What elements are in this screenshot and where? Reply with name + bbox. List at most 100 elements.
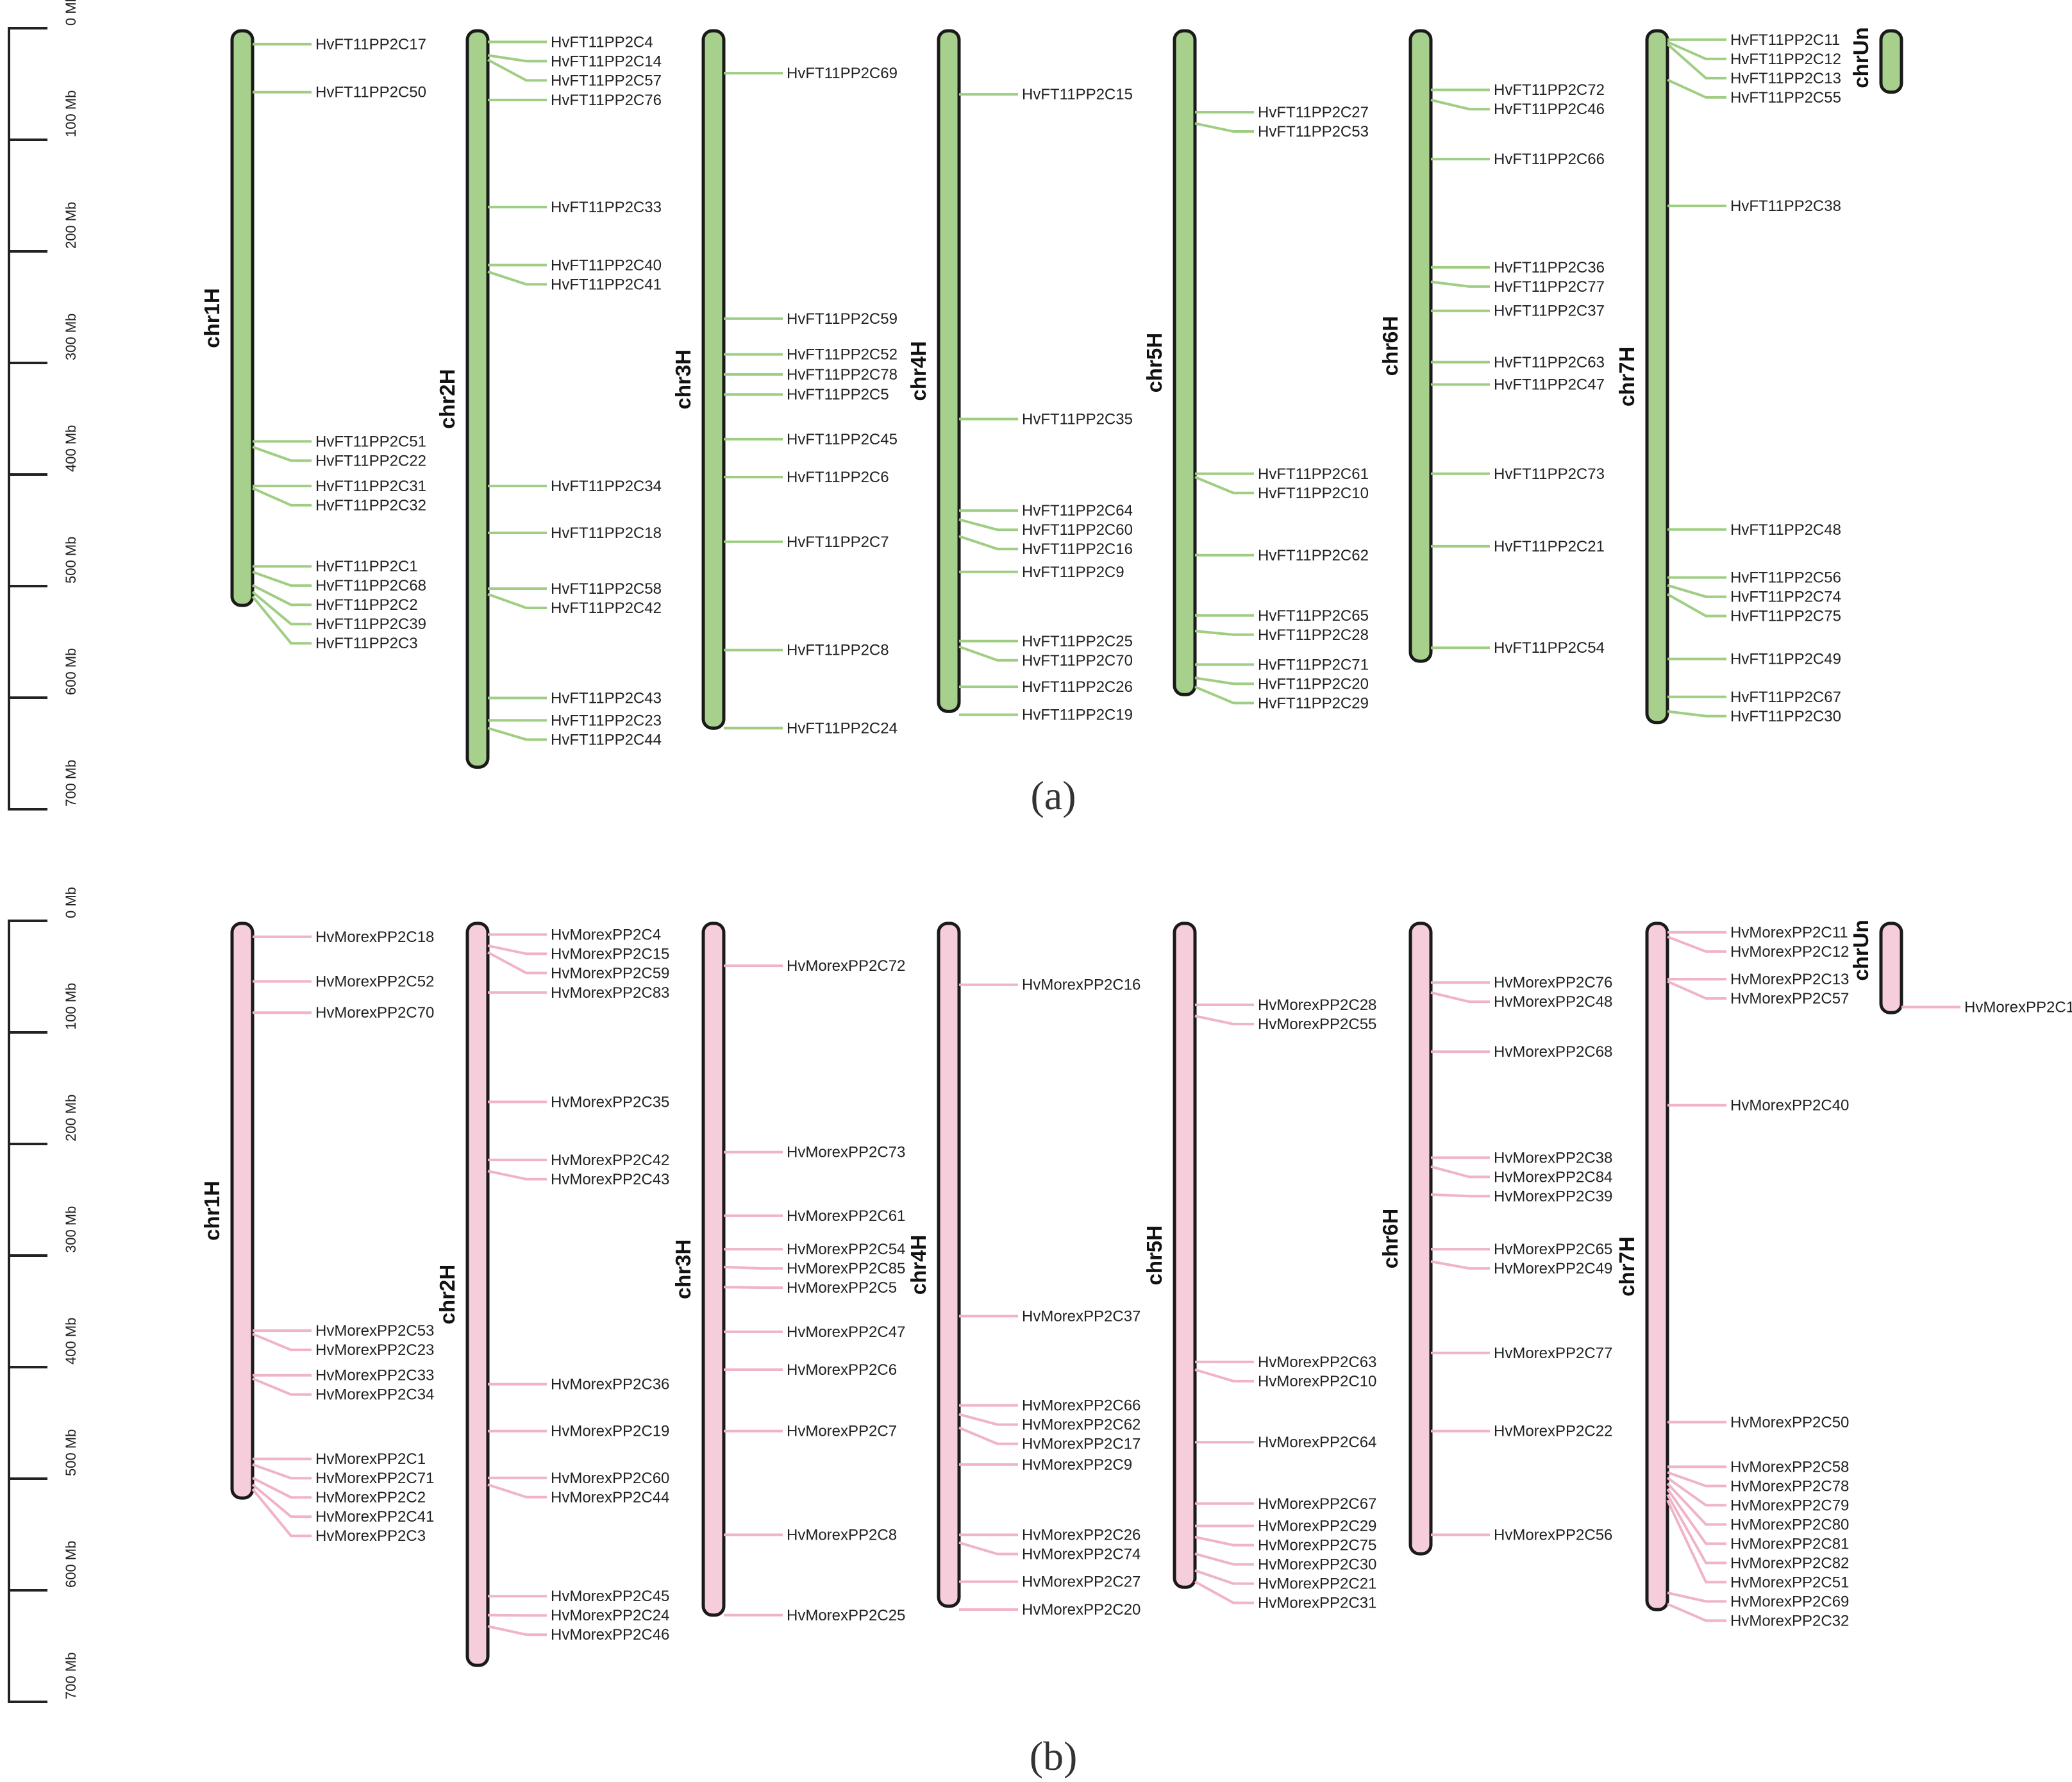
gene-label: HvMorexPP2C31 <box>1258 1595 1376 1612</box>
gene-label: HvMorexPP2C9 <box>1022 1456 1132 1474</box>
gene-label: HvMorexPP2C22 <box>1494 1423 1612 1440</box>
chromosome-bar <box>1879 921 1903 1014</box>
scale-tick-label: 0 Mb <box>63 0 79 26</box>
gene-leader-line <box>958 1541 1018 1556</box>
gene-label: HvFT11PP2C3 <box>315 635 418 652</box>
chromosome-name: chrUn <box>1849 920 1873 980</box>
gene-label: HvFT11PP2C40 <box>551 256 662 274</box>
panel-caption: (b) <box>1030 1733 1078 1779</box>
gene-leader-line <box>1194 1580 1254 1604</box>
gene-leader-line <box>1667 980 1726 1000</box>
gene-label: HvMorexPP2C48 <box>1494 993 1612 1011</box>
gene-label: HvFT11PP2C54 <box>1494 639 1605 657</box>
gene-label: HvMorexPP2C74 <box>1022 1546 1140 1563</box>
gene-label: HvFT11PP2C46 <box>1494 101 1605 118</box>
gene-leader-line <box>1194 630 1254 636</box>
chromosome-chr6H: chr6HHvMorexPP2C76HvMorexPP2C48HvMorexPP… <box>1378 921 1612 1556</box>
gene-label: HvMorexPP2C11 <box>1730 924 1848 941</box>
gene-label: HvFT11PP2C77 <box>1494 278 1605 296</box>
scale-tick-label: 400 Mb <box>63 425 79 472</box>
gene-label: HvMorexPP2C81 <box>1730 1535 1849 1552</box>
chromosome-chr3H: chr3HHvFT11PP2C69HvFT11PP2C59HvFT11PP2C5… <box>671 29 898 737</box>
gene-label: HvMorexPP2C3 <box>315 1527 426 1545</box>
gene-label: HvMorexPP2C35 <box>551 1093 669 1111</box>
gene-leader-line <box>1666 1493 1726 1565</box>
gene-label: HvFT11PP2C8 <box>787 642 889 659</box>
gene-leader-line <box>487 270 547 286</box>
chromosome-bar <box>701 29 726 730</box>
gene-label: HvMorexPP2C55 <box>1258 1016 1376 1033</box>
chromosome-chrUn: chrUn <box>1849 27 1903 94</box>
gene-label: HvFT11PP2C7 <box>787 534 889 551</box>
gene-label: HvFT11PP2C50 <box>315 84 426 101</box>
gene-label: HvMorexPP2C42 <box>551 1152 669 1169</box>
chromosome-name: chr3H <box>671 1240 695 1300</box>
gene-label: HvFT11PP2C35 <box>1022 411 1133 428</box>
gene-label: HvFT11PP2C49 <box>1730 651 1841 668</box>
gene-label: HvFT11PP2C64 <box>1022 502 1133 519</box>
gene-label: HvMorexPP2C8 <box>787 1527 897 1544</box>
gene-label: HvMorexPP2C46 <box>551 1626 669 1643</box>
gene-leader-line <box>958 1413 1018 1426</box>
scale-tick-label: 200 Mb <box>63 1095 79 1141</box>
gene-leader-line <box>1430 1165 1490 1179</box>
gene-leader-line <box>958 518 1018 532</box>
gene-label: HvFT11PP2C70 <box>1022 652 1133 669</box>
gene-leader-line <box>487 593 547 609</box>
gene-label: HvMorexPP2C32 <box>1730 1612 1849 1629</box>
gene-label: HvFT11PP2C52 <box>787 346 898 364</box>
gene-leader-line <box>1666 1499 1726 1584</box>
gene-label: HvMorexPP2C73 <box>787 1144 905 1161</box>
gene-leader-line <box>252 571 312 587</box>
gene-label: HvMorexPP2C65 <box>1494 1241 1612 1258</box>
scale-tick-label: 500 Mb <box>63 537 79 584</box>
gene-label: HvMorexPP2C59 <box>551 964 669 982</box>
gene-leader-line <box>1194 685 1254 705</box>
chromosome-bar <box>465 29 490 769</box>
gene-leader-line <box>251 595 312 645</box>
gene-label: HvMorexPP2C17 <box>1022 1436 1140 1453</box>
gene-label: HvMorexPP2C47 <box>787 1324 905 1341</box>
gene-label: HvMorexPP2C20 <box>1022 1601 1140 1618</box>
gene-label: HvMorexPP2C45 <box>551 1588 669 1605</box>
chromosome-chr2H: chr2HHvMorexPP2C4HvMorexPP2C15HvMorexPP2… <box>435 921 669 1667</box>
gene-label: HvFT11PP2C58 <box>551 580 662 598</box>
gene-label: HvMorexPP2C60 <box>551 1470 669 1487</box>
gene-label: HvMorexPP2C6 <box>787 1361 897 1379</box>
gene-leader-line <box>1667 1602 1726 1622</box>
gene-leader-line <box>252 1332 312 1352</box>
chromosome-chr1H: chr1HHvMorexPP2C18HvMorexPP2C52HvMorexPP… <box>200 921 434 1545</box>
gene-leader-line <box>1194 122 1254 133</box>
gene-label: HvFT11PP2C39 <box>315 616 426 633</box>
gene-leader-line <box>1667 1592 1726 1603</box>
chromosome-chr7H: chr7HHvFT11PP2C11HvFT11PP2C12HvFT11PP2C1… <box>1615 29 1841 725</box>
chromosome-bar <box>1408 29 1433 663</box>
gene-label: HvMorexPP2C80 <box>1730 1516 1849 1533</box>
gene-label: HvMorexPP2C38 <box>1494 1149 1612 1166</box>
scale-tick-label: 700 Mb <box>63 760 79 807</box>
gene-leader-line <box>1667 584 1726 598</box>
gene-label: HvMorexPP2C68 <box>1494 1043 1612 1061</box>
gene-leader-line <box>1194 677 1254 685</box>
gene-label: HvFT11PP2C68 <box>315 577 426 594</box>
gene-label: HvFT11PP2C25 <box>1022 633 1133 650</box>
gene-label: HvMorexPP2C75 <box>1258 1537 1376 1554</box>
gene-leader-line <box>1194 1536 1254 1547</box>
chromosome-name: chr6H <box>1378 1209 1402 1269</box>
chromosome-name: chr7H <box>1615 347 1639 407</box>
chromosome-name: chr2H <box>435 369 459 429</box>
gene-label: HvFT11PP2C74 <box>1730 589 1841 606</box>
chromosome-chr1H: chr1HHvFT11PP2C17HvFT11PP2C50HvFT11PP2C5… <box>200 29 426 652</box>
gene-leader-line <box>1194 1368 1254 1383</box>
chromosome-name: chr4H <box>906 341 930 401</box>
gene-label: HvFT11PP2C63 <box>1494 354 1605 371</box>
gene-label: HvFT11PP2C71 <box>1258 656 1369 673</box>
gene-leader-line <box>251 1488 312 1538</box>
gene-label: HvMorexPP2C79 <box>1730 1497 1849 1514</box>
gene-label: HvFT11PP2C12 <box>1730 51 1841 68</box>
gene-label: HvFT11PP2C21 <box>1494 538 1605 555</box>
gene-label: HvFT11PP2C9 <box>1022 564 1124 581</box>
